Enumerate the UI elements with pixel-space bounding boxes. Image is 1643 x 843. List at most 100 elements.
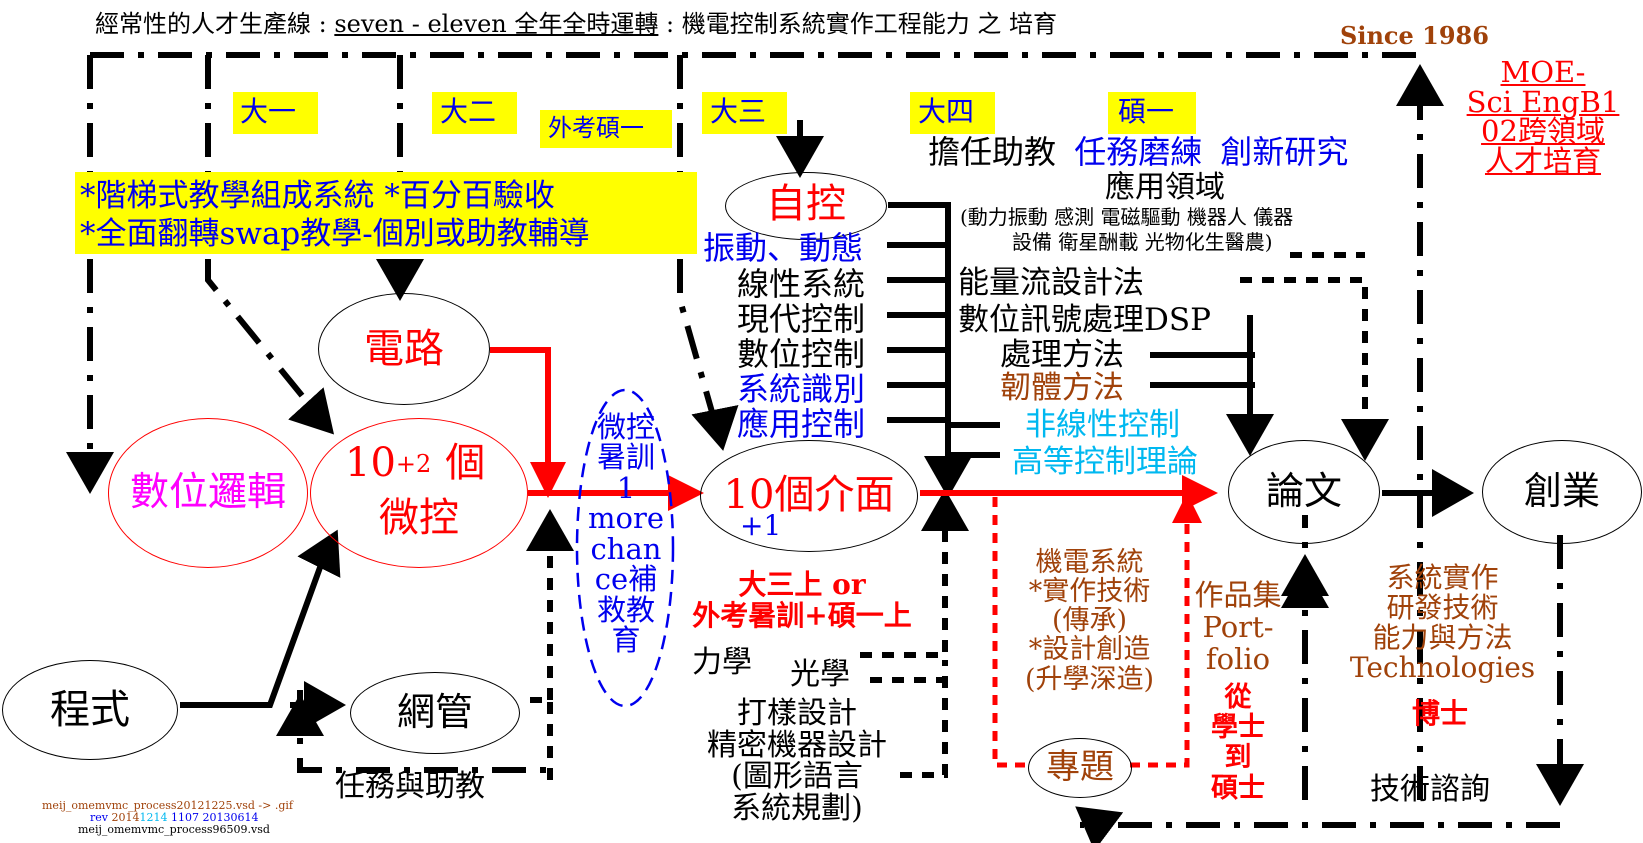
summer-line7: 救教 — [596, 592, 655, 627]
summer-text: 微控 暑訓 1 more chan ce補 救教 育 — [580, 412, 672, 656]
ta-mission: 任務磨練 — [1074, 133, 1203, 171]
degree-block: 從 學士 到 碩士 — [1203, 682, 1273, 804]
summer-line5: chan — [590, 531, 662, 566]
mech-mechanics: 力學 — [692, 645, 752, 680]
summer-line4: more — [588, 501, 664, 536]
ta-label: 擔任助教 — [928, 133, 1057, 171]
node-thesis — [1228, 440, 1380, 544]
node-thesis-label: 論文 — [1265, 469, 1342, 513]
footer-line1: meij_omemvmc_process20121225.vsd -> .gif — [42, 799, 293, 812]
tag-y1 — [233, 92, 318, 134]
banner-text: *階梯式教學組成系統 *百分百驗收 *全面翻轉swap教學-個別或助教輔導 — [80, 178, 590, 254]
header-part3: : 機電控制系統實作工程能力 之 培育 — [658, 10, 1057, 38]
degree-c2: 學士 — [1211, 712, 1265, 744]
impl-line3: 能力與方法 — [1372, 620, 1513, 654]
tag-ext — [540, 110, 672, 148]
tag-m1 — [1108, 92, 1196, 134]
tag-m1-label: 碩一 — [1118, 95, 1175, 128]
mech-optics: 光學 — [790, 657, 850, 692]
micro-label-a: 10+2 個 — [345, 443, 485, 483]
impl-line1: 系統實作 — [1386, 561, 1499, 594]
since-label: Since 1986 — [1340, 21, 1489, 50]
summer-line1: 微控 — [596, 410, 655, 444]
mech-graphic1: (圖形語言 — [731, 759, 863, 794]
junior-line1: 大三上 or — [738, 568, 866, 601]
app-field-title: 應用領域 — [1105, 170, 1225, 205]
task-ta-label: 任務與助教 — [335, 769, 485, 804]
mechatronics-line3: (傳承) — [1051, 605, 1128, 637]
node-micro-control — [310, 418, 528, 568]
header-part2: seven - eleven 全年全時運轉 — [334, 10, 659, 38]
node-project — [1028, 738, 1132, 798]
micro-num: 10 — [345, 440, 396, 486]
tag-y2-label: 大二 — [440, 95, 497, 128]
banner-line1: *階梯式教學組成系統 *百分百驗收 — [80, 178, 555, 214]
impl-line4: Technologies — [1349, 650, 1536, 684]
header-part1: 經常性的人才生產線 : — [95, 10, 335, 38]
moe-line4: 人才培育 — [1484, 143, 1601, 178]
ctrl-linear: 線性系統 — [737, 265, 866, 303]
ta-innovate: 創新研究 — [1220, 133, 1349, 171]
node-program — [2, 660, 178, 760]
banner-bg — [75, 172, 697, 254]
mechatronics-line1: 機電系統 — [1035, 547, 1144, 578]
junior-line2: 外考暑訓+碩一上 — [692, 598, 912, 632]
node-startup-label: 創業 — [1523, 469, 1600, 513]
ctrl-applied: 應用控制 — [737, 405, 866, 443]
mech-precision: 精密機器設計 — [707, 727, 887, 763]
ctrl-modern: 現代控制 — [737, 300, 866, 338]
ctrl-sysid: 系統識別 — [737, 370, 866, 408]
tag-y1-label: 大一 — [240, 95, 297, 128]
header-title: 經常性的人才生產線 : seven - eleven 全年全時運轉 : 機電控制… — [95, 12, 1057, 36]
portfolio-block: 作品集 Port- folio — [1188, 578, 1288, 676]
app-field-line1: (動力振動 感測 電磁驅動 機器人 儀器 — [960, 205, 1294, 229]
impl-line2: 研發技術 — [1386, 590, 1499, 624]
node-circuit-label: 電路 — [364, 326, 444, 372]
tag-y4 — [910, 92, 995, 134]
summer-line3: 1 — [616, 470, 636, 505]
method-energy: 能量流設計法 — [958, 265, 1144, 301]
banner-line2: *全面翻轉swap教學-個別或助教輔導 — [80, 215, 590, 252]
app-field-line2: 設備 衛星酬載 光物化生醫農) — [1012, 230, 1273, 254]
method-nonlinear: 非線性控制 — [1025, 407, 1180, 443]
mechatronics-line4: *設計創造 — [1028, 634, 1151, 666]
micro-unit: 個 — [445, 440, 486, 486]
mech-block: 打樣設計 精密機器設計 (圖形語言 系統規劃) — [672, 698, 922, 824]
node-netman-label: 網管 — [396, 690, 473, 734]
tag-ext-label: 外考碩一 — [548, 114, 644, 142]
footer-rev-label: rev — [90, 811, 112, 824]
mechatronics-line5: (升學深造) — [1024, 663, 1155, 695]
node-digital-logic — [108, 418, 308, 568]
moe-line2: Sci EngB1 — [1466, 84, 1620, 119]
impl-block: 系統實作 研發技術 能力與方法 Technologies — [1320, 563, 1565, 683]
footer-rev-b: 1214 — [139, 811, 168, 824]
method-processing: 處理方法 — [1000, 337, 1124, 373]
micro-plus: +2 — [395, 450, 432, 478]
portfolio-line2: Port- — [1202, 609, 1274, 644]
tag-y3 — [702, 92, 787, 134]
tag-y2 — [432, 92, 517, 134]
degree-c3: 到 — [1224, 742, 1252, 774]
degree-c1: 從 — [1224, 682, 1252, 713]
consult-label: 技術諮詢 — [1370, 772, 1490, 807]
method-dsp: 數位訊號處理DSP — [958, 302, 1211, 338]
node-circuit — [318, 293, 490, 405]
portfolio-line3: folio — [1205, 641, 1271, 676]
node-startup — [1482, 440, 1642, 544]
footer-line3: meij_omemvmc_process96509.vsd — [78, 823, 270, 836]
portfolio-line1: 作品集 — [1194, 578, 1282, 612]
ta-row: 擔任助教 任務磨練 創新研究 — [928, 136, 1348, 168]
node-program-label: 程式 — [50, 687, 130, 733]
node-project-label: 專題 — [1046, 747, 1114, 787]
ctrl-digital: 數位控制 — [737, 335, 866, 373]
moe-line1: MOE- — [1500, 55, 1586, 89]
node-interfaces-label: 10個介面 — [723, 472, 895, 518]
method-firmware: 韌體方法 — [1000, 370, 1124, 406]
micro-label-b: 微控 — [379, 495, 459, 541]
mech-proto: 打樣設計 — [737, 696, 857, 731]
summer-ellipse — [575, 388, 675, 708]
degree-c4: 碩士 — [1211, 772, 1265, 804]
node-digital-logic-label: 數位邏輯 — [129, 470, 286, 515]
